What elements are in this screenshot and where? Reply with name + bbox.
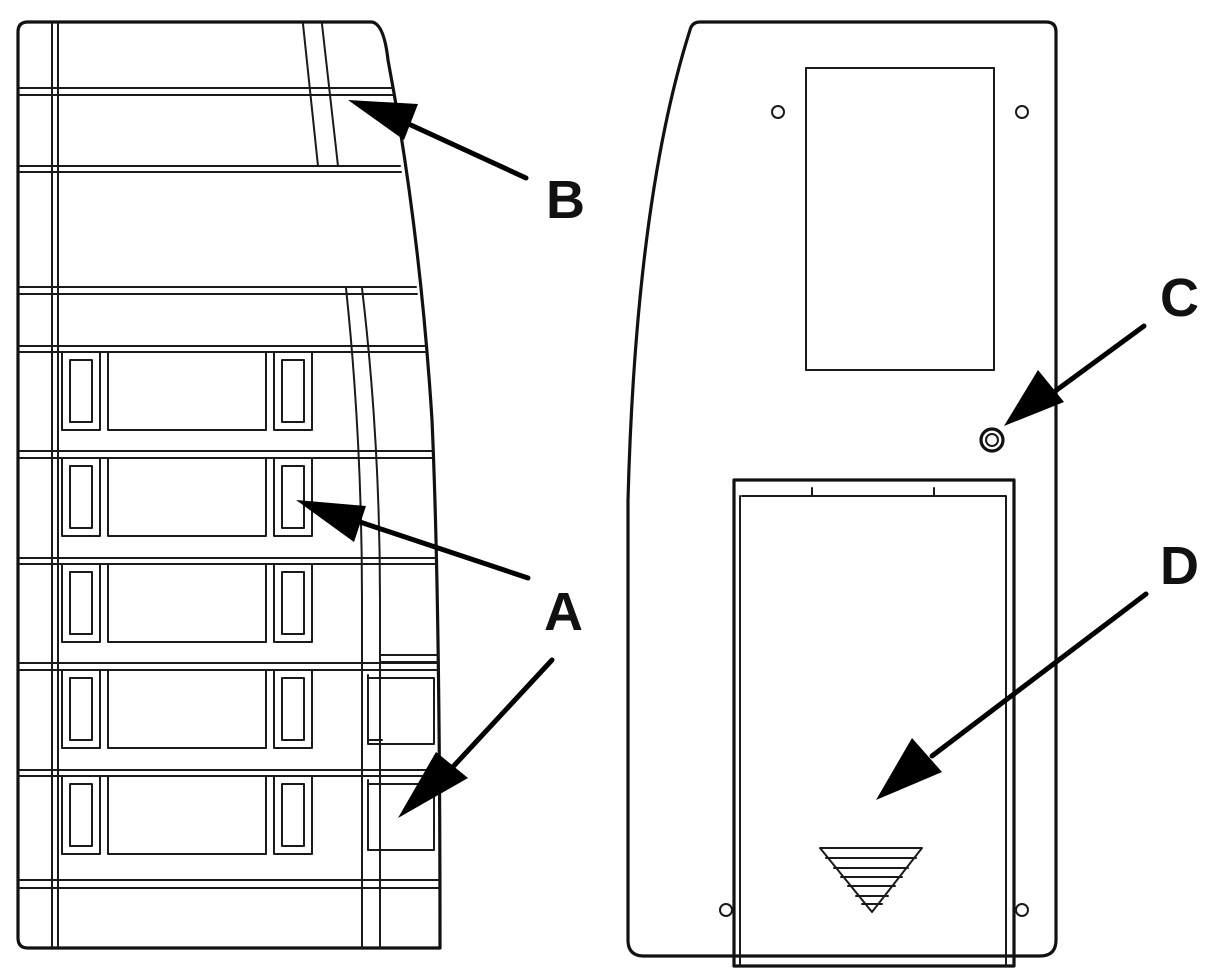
round-button	[979, 427, 1005, 453]
callout-arrows	[296, 100, 1149, 818]
label-c: C	[1160, 268, 1199, 328]
battery-cover-inner	[739, 487, 1007, 967]
label-d: D	[1160, 536, 1199, 596]
side-view	[16, 20, 442, 950]
arrow-d	[929, 591, 1149, 759]
screw-hole	[1015, 903, 1029, 917]
slot-rows	[61, 351, 313, 855]
label-b: B	[546, 170, 585, 230]
arrowhead-a-upper	[296, 500, 366, 542]
back-view	[626, 20, 1058, 968]
side-view-band-lines	[19, 87, 441, 889]
side-view-outline	[16, 20, 442, 950]
grip-triangle	[819, 847, 923, 913]
round-button-inner	[985, 433, 999, 447]
arrow-b	[397, 117, 529, 181]
arrowhead-a-lower	[398, 752, 468, 818]
arrow-c	[1051, 323, 1147, 395]
screw-hole	[771, 105, 785, 119]
side-strap	[345, 287, 381, 949]
side-strap-edge	[379, 654, 439, 663]
back-view-outline	[626, 20, 1058, 958]
side-view-edge-strip	[51, 23, 59, 947]
screw-hole	[719, 903, 733, 917]
arrowhead-c	[1004, 370, 1064, 426]
arrowhead-b	[348, 100, 418, 140]
arrowhead-d	[876, 738, 942, 800]
arrow-a-upper	[357, 519, 531, 581]
display-window	[805, 67, 995, 371]
screw-hole	[1015, 105, 1029, 119]
label-a: A	[544, 582, 583, 642]
strap-slot-lower	[367, 677, 435, 745]
battery-cover	[732, 478, 1016, 968]
strap-slot-bottom	[367, 783, 435, 851]
arrow-a-lower	[447, 657, 555, 773]
top-strap	[302, 23, 339, 167]
